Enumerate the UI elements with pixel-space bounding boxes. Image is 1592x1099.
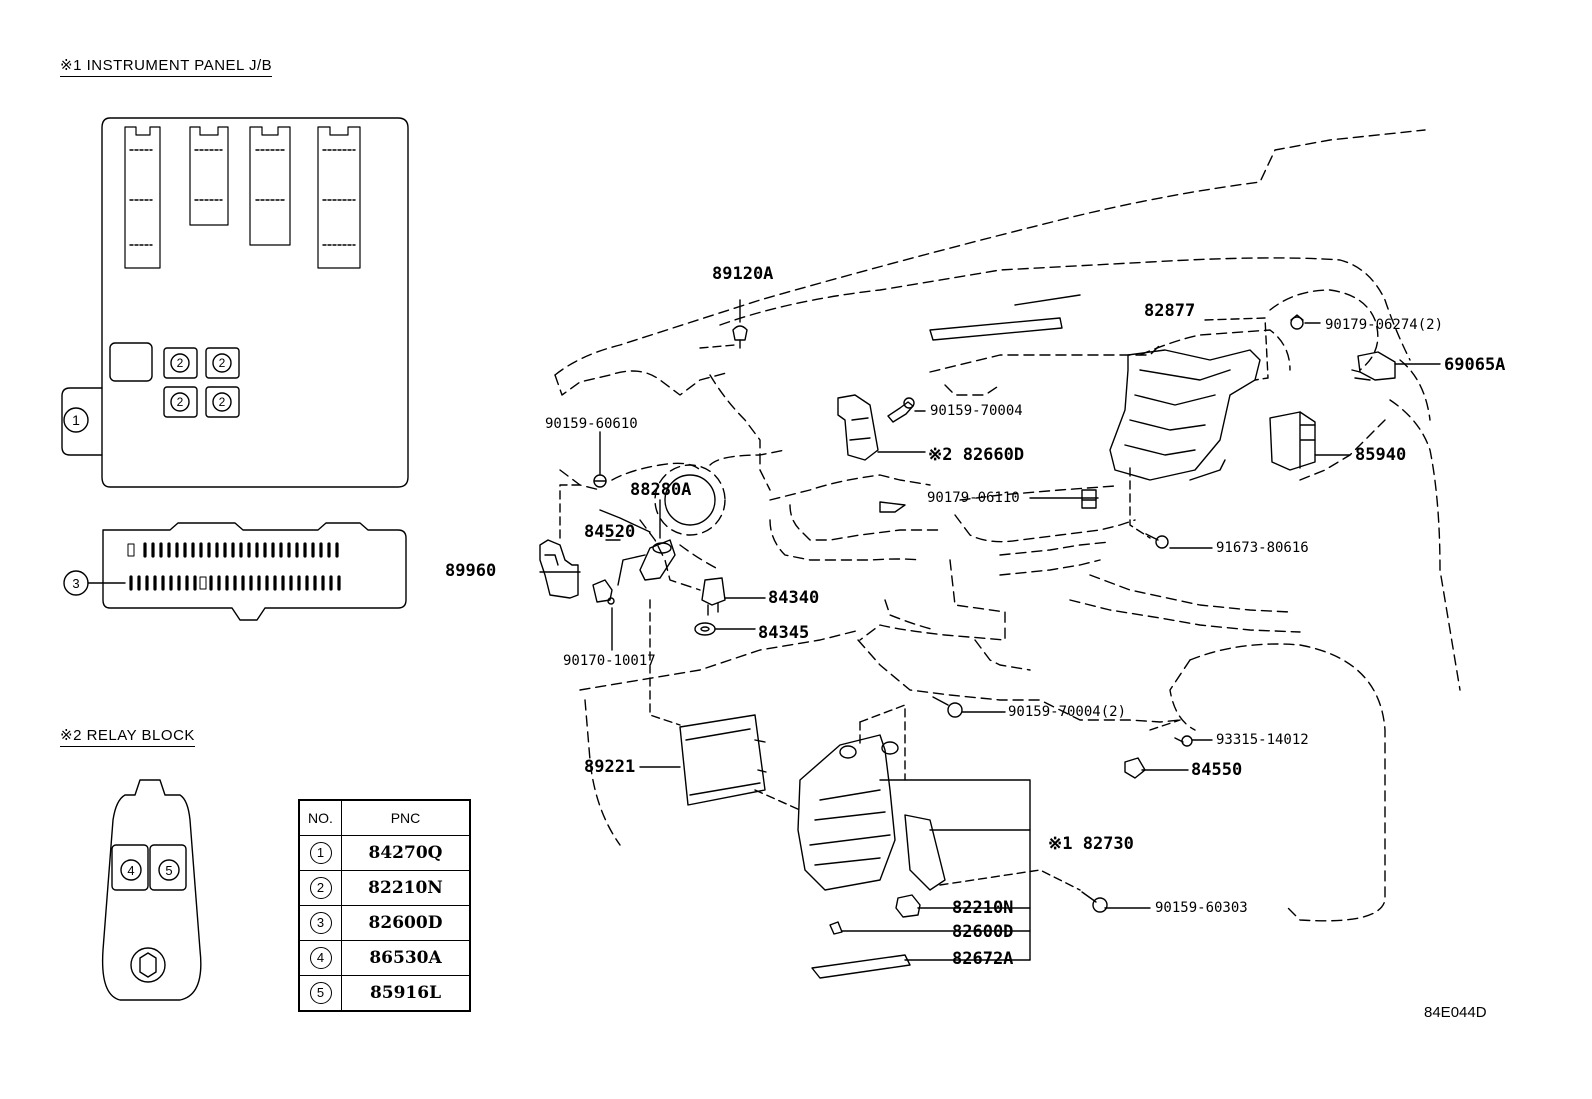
- callout-88280A[interactable]: 88280A: [630, 480, 692, 500]
- row-pnc: 82210N: [341, 870, 471, 906]
- callout-84340[interactable]: 84340: [768, 588, 820, 608]
- part-bolt-93315-14012: [1174, 735, 1193, 747]
- relay-marker-4: 4: [127, 863, 134, 878]
- part-84340-switch: [701, 577, 726, 616]
- callout-89960[interactable]: 89960: [445, 561, 497, 581]
- steering-column-drawing: [654, 464, 726, 536]
- row-pnc: 86530A: [341, 940, 471, 976]
- callout-84550[interactable]: 84550: [1191, 760, 1243, 780]
- row-number: 3: [309, 912, 332, 934]
- row-pnc: 85916L: [341, 975, 471, 1012]
- row-pnc: 84270Q: [341, 835, 471, 871]
- part-82730-junction-block: [797, 734, 946, 891]
- part-82600D-fuse: [829, 921, 843, 935]
- part-bolt-90159-60303: [1081, 891, 1108, 913]
- part-89221-ecu: [679, 714, 767, 806]
- callout-90179-06274[interactable]: 90179-06274(2): [1325, 317, 1444, 333]
- header-no: NO.: [298, 799, 342, 836]
- pnc-table-row: 2 82210N: [298, 870, 471, 906]
- pnc-table-row: 3 82600D: [298, 905, 471, 941]
- jb-marker-2c: 2: [177, 395, 184, 409]
- callout-90159-60303[interactable]: 90159-60303: [1155, 900, 1248, 916]
- pnc-table-header: NO. PNC: [298, 799, 471, 836]
- part-bolt-91673-80616: [1145, 533, 1169, 549]
- row-number: 2: [309, 877, 332, 899]
- pnc-table: NO. PNC 1 84270Q 2 82210N 3 82600D 4 865…: [298, 799, 471, 1012]
- callout-93315-14012[interactable]: 93315-14012: [1216, 732, 1309, 748]
- part-88280A-switch: [639, 539, 676, 581]
- part-82660D-relay: [837, 394, 879, 461]
- callout-84520[interactable]: 84520: [584, 522, 636, 542]
- row-pnc: 82600D: [341, 905, 471, 941]
- part-82210N-relay: [895, 894, 921, 918]
- relay-block-drawing: [101, 779, 202, 1001]
- callout-82672A[interactable]: 82672A: [952, 949, 1014, 969]
- part-89120A-clip: [732, 325, 748, 349]
- callout-90179-06110[interactable]: 90179-06110: [927, 490, 1020, 506]
- callout-91673-80616[interactable]: 91673-80616: [1216, 540, 1309, 556]
- callout-82877[interactable]: 82877: [1144, 301, 1196, 321]
- part-bolt-90159-70004: [887, 397, 915, 423]
- callout-82730[interactable]: ※1 82730: [1048, 834, 1134, 854]
- part-bolt-90159-70004-2: [932, 696, 963, 718]
- dashboard-solid-lines: [617, 294, 1081, 586]
- callout-90159-60610[interactable]: 90159-60610: [545, 416, 638, 432]
- callout-90159-70004-2[interactable]: 90159-70004(2): [1008, 704, 1127, 720]
- part-84520-switch: [592, 579, 615, 605]
- callout-89221[interactable]: 89221: [584, 757, 636, 777]
- callout-82600D[interactable]: 82600D: [952, 922, 1014, 942]
- pnc-table-row: 5 85916L: [298, 975, 471, 1012]
- row-number: 5: [309, 982, 332, 1004]
- jb-marker-2a: 2: [177, 356, 184, 370]
- leader-lines: [539, 299, 1441, 961]
- callout-69065A[interactable]: 69065A: [1444, 355, 1506, 375]
- relay-block-title: ※2 RELAY BLOCK: [60, 726, 195, 747]
- callout-89120A[interactable]: 89120A: [712, 264, 774, 284]
- diagram-id: 84E044D: [1424, 1004, 1487, 1021]
- callout-90159-70004[interactable]: 90159-70004: [930, 403, 1023, 419]
- part-90179-06110-clip: [1081, 489, 1097, 509]
- header-pnc: PNC: [341, 799, 471, 836]
- pnc-table-row: 4 86530A: [298, 940, 471, 976]
- part-82877-bracket: [1109, 349, 1261, 481]
- jb-marker-3: 3: [72, 576, 79, 591]
- callout-85940[interactable]: 85940: [1355, 445, 1407, 465]
- part-69065A: [1351, 351, 1396, 381]
- part-85940-module: [1269, 411, 1316, 471]
- part-84550: [1124, 757, 1146, 779]
- callout-82210N[interactable]: 82210N: [952, 898, 1014, 918]
- dashboard-outline: [554, 129, 1461, 922]
- relay-marker-5: 5: [165, 863, 172, 878]
- instrument-panel-jb-drawing: [61, 117, 409, 621]
- callout-90170-10017[interactable]: 90170-10017: [563, 653, 656, 669]
- instrument-panel-jb-title: ※1 INSTRUMENT PANEL J/B: [60, 56, 273, 77]
- part-bolt-90159-60610: [593, 474, 607, 488]
- part-89960-sensor: [539, 539, 579, 599]
- part-82672A-cover: [811, 954, 911, 979]
- part-84345-clip: [694, 622, 716, 636]
- part-bolt-90179-06274: [1290, 314, 1304, 330]
- row-number: 1: [309, 842, 332, 864]
- callout-84345[interactable]: 84345: [758, 623, 810, 643]
- jb-marker-2b: 2: [219, 356, 226, 370]
- pnc-table-row: 1 84270Q: [298, 835, 471, 871]
- row-number: 4: [309, 947, 332, 969]
- callout-82660D[interactable]: ※2 82660D: [928, 445, 1025, 465]
- jb-marker-1: 1: [72, 412, 80, 428]
- jb-marker-2d: 2: [219, 395, 226, 409]
- dashed-leaders: [559, 317, 1269, 891]
